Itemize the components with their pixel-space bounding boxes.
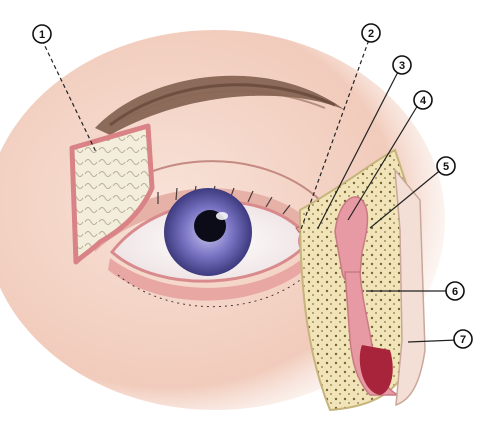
marker-7: 7 xyxy=(454,330,472,348)
marker-1-label: 1 xyxy=(39,29,45,41)
marker-4-label: 4 xyxy=(420,95,427,107)
marker-3: 3 xyxy=(393,56,411,74)
marker-6-label: 6 xyxy=(452,286,458,298)
marker-2: 2 xyxy=(362,24,380,42)
marker-3-label: 3 xyxy=(399,60,405,72)
marker-6: 6 xyxy=(446,282,464,300)
marker-5: 5 xyxy=(437,157,455,175)
marker-7-label: 7 xyxy=(460,334,466,346)
marker-1: 1 xyxy=(33,25,51,43)
marker-2-label: 2 xyxy=(368,28,374,40)
marker-5-label: 5 xyxy=(443,161,449,173)
marker-4: 4 xyxy=(414,91,432,109)
